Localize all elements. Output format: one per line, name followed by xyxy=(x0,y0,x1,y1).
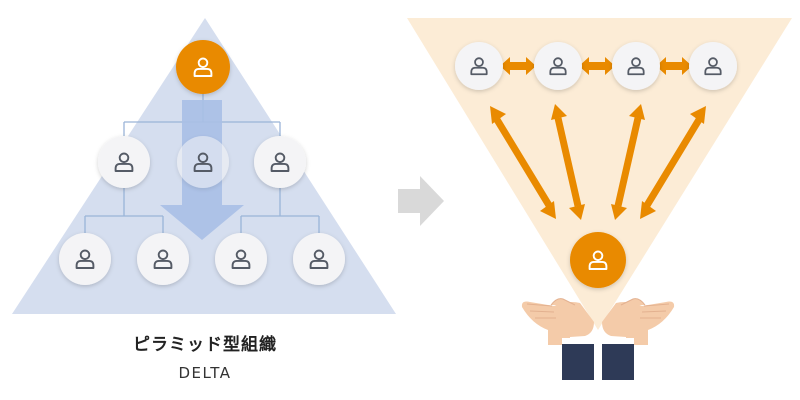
inverted-node-3 xyxy=(612,42,660,90)
pyramid-node-member-1 xyxy=(59,233,111,285)
pyramid-subtitle: DELTA xyxy=(178,364,231,382)
pyramid-node-member-3 xyxy=(215,233,267,285)
inverted-node-leader xyxy=(570,232,626,288)
inverted-node-1 xyxy=(455,42,503,90)
pyramid-node-member-4 xyxy=(293,233,345,285)
pyramid-node-manager-right xyxy=(254,136,306,188)
peer-arrows xyxy=(500,57,692,75)
funnel-background xyxy=(407,18,792,330)
right-arrow-icon xyxy=(398,176,444,226)
pyramid-diagram: ピラミッド型組織 DELTA xyxy=(12,18,396,382)
support-arrows xyxy=(490,104,706,220)
pyramid-node-manager-center xyxy=(177,136,229,188)
inverted-node-4 xyxy=(689,42,737,90)
open-hands-icon xyxy=(521,298,675,380)
inverted-node-2 xyxy=(534,42,582,90)
inverted-diagram xyxy=(407,18,792,380)
pyramid-node-member-2 xyxy=(137,233,189,285)
pyramid-node-manager-left xyxy=(98,136,150,188)
pyramid-title: ピラミッド型組織 xyxy=(133,334,277,355)
pyramid-node-leader xyxy=(176,40,230,94)
